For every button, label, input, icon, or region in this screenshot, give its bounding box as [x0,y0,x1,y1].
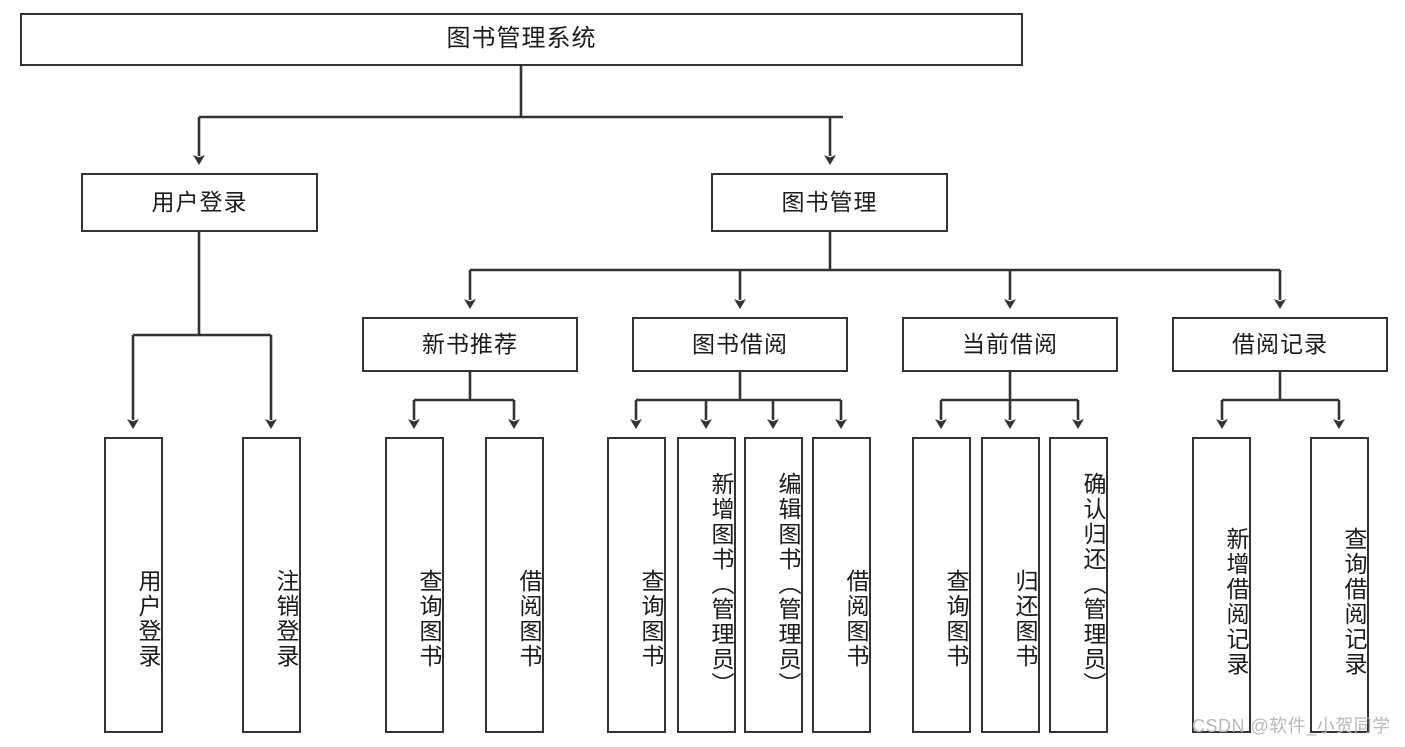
leaf-borrow-book-borrow[interactable]: 借阅图书 [812,437,871,733]
leaf-query-book-borrow[interactable]: 查询图书 [607,437,666,733]
leaf-add-borrow-record[interactable]: 新增借阅记录 [1192,437,1251,733]
leaf-query-borrow-record[interactable]: 查询借阅记录 [1310,437,1369,733]
node-user-login[interactable]: 用户登录 [81,173,318,232]
leaf-return-book[interactable]: 归还图书 [981,437,1040,733]
leaf-logout[interactable]: 注销登录 [242,437,301,733]
leaf-confirm-return-admin[interactable]: 确认归还（管理员） [1049,437,1108,733]
node-new-book-recommend[interactable]: 新书推荐 [362,317,578,372]
csdn-watermark: CSDN @软件_小贺同学 [1192,716,1391,736]
node-current-borrow[interactable]: 当前借阅 [902,317,1118,372]
leaf-query-book-current[interactable]: 查询图书 [912,437,971,733]
leaf-user-login[interactable]: 用户登录 [104,437,163,733]
node-book-manage[interactable]: 图书管理 [711,173,948,232]
leaf-query-book-recommend[interactable]: 查询图书 [385,437,444,733]
leaf-add-book-admin[interactable]: 新增图书（管理员） [677,437,736,733]
leaf-edit-book-admin[interactable]: 编辑图书（管理员） [744,437,803,733]
node-book-borrow[interactable]: 图书借阅 [632,317,848,372]
leaf-borrow-book-recommend[interactable]: 借阅图书 [485,437,544,733]
node-root[interactable]: 图书管理系统 [20,13,1023,66]
node-borrow-record[interactable]: 借阅记录 [1172,317,1388,372]
